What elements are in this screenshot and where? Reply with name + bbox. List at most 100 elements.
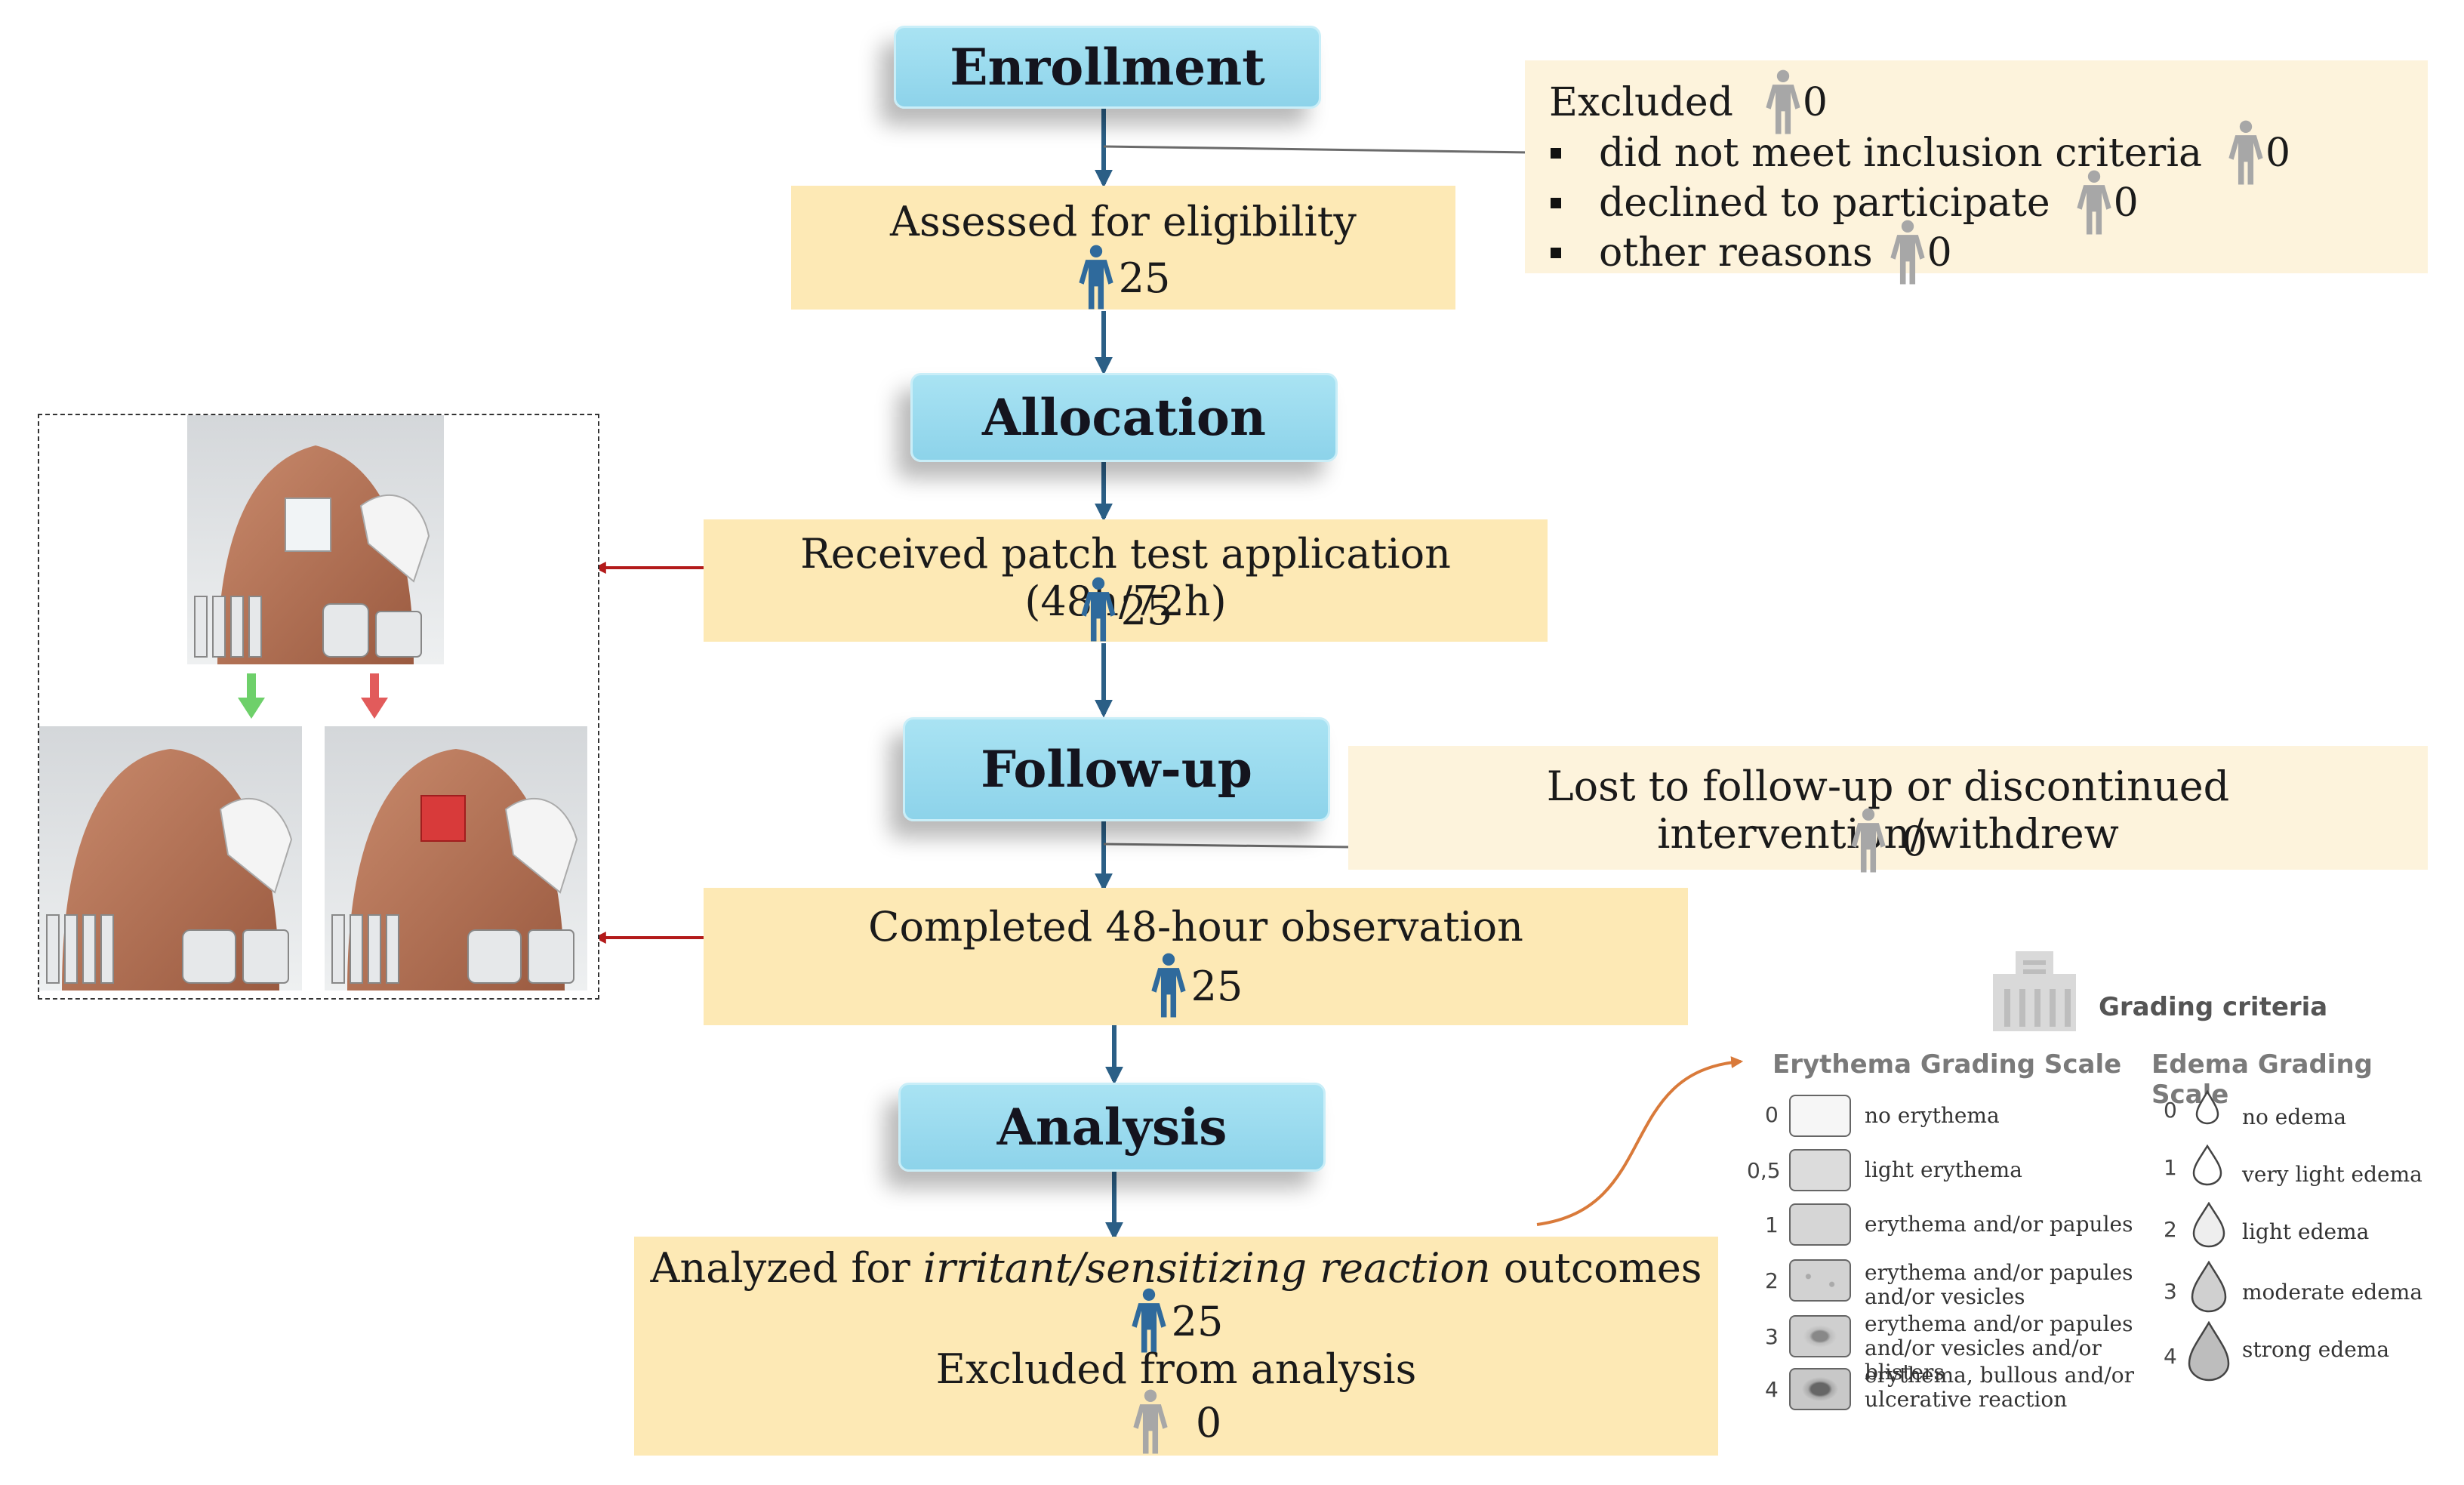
person-icon (1079, 577, 1118, 643)
erythema-grade: 0,5 (1747, 1158, 1781, 1183)
analyzed-count-group: 25 (1129, 1288, 1224, 1354)
received-label: Received patch test application (48h/72h… (800, 530, 1451, 625)
grading-criteria: Grading criteria Erythema Grading Scale … (1729, 944, 2453, 1442)
bullet-icon (1551, 148, 1561, 159)
excluded-count: 0 (1802, 80, 1828, 125)
excluded-reason: declined to participate 0 (1525, 178, 2290, 228)
edema-scale-title: Edema Grading Scale (2151, 1049, 2373, 1110)
analyzed-prefix: Analyzed for (650, 1244, 923, 1292)
building-icon (1993, 951, 2076, 1031)
edema-label: moderate edema (2242, 1280, 2423, 1305)
edema-grade: 1 (2164, 1155, 2177, 1180)
erythema-grade: 3 (1765, 1324, 1779, 1349)
erythema-label: erythema and/or papules and/or vesicles … (1865, 1311, 2133, 1385)
excluded-reason: other reasons 0 (1525, 228, 2290, 278)
lost-box: Lost to follow-up or discontinued interv… (1348, 746, 2428, 870)
excluded-reason-count: 0 (2265, 131, 2291, 176)
person-icon (2074, 170, 2114, 236)
patch-test-illustration (38, 414, 599, 1000)
excluded-reason-count: 0 (1927, 230, 1952, 276)
person-icon (1849, 808, 1888, 874)
patch-applied-image (187, 415, 444, 664)
bullet-icon (1551, 198, 1561, 208)
patch-test-images (39, 415, 587, 991)
edema-label: strong edema (2242, 1337, 2390, 1362)
excluded-reasons: did not meet inclusion criteria 0 declin… (1525, 128, 2290, 278)
excluded-analysis-label: Excluded from analysis (935, 1345, 1417, 1393)
erythema-label: erythema and/or papules and/or vesicles (1865, 1260, 2133, 1309)
line-to-excluded (1103, 145, 1532, 154)
assessed-count: 25 (1118, 254, 1171, 302)
droplet-icon (2192, 1202, 2225, 1248)
completed-box: Completed 48-hour observation 25 (704, 888, 1688, 1025)
stage-followup: Follow-up (903, 717, 1330, 821)
erythema-swatch (1789, 1203, 1851, 1246)
stage-followup-label: Follow-up (981, 740, 1252, 799)
erythema-grade: 2 (1765, 1268, 1779, 1293)
grading-title: Grading criteria (2099, 992, 2328, 1022)
erythema-swatch (1789, 1315, 1851, 1357)
received-count-group: 25 (1079, 577, 1173, 643)
completed-count-group: 25 (1149, 953, 1243, 1019)
person-icon (1888, 220, 1927, 286)
lost-count-group: 0 (1849, 808, 1927, 874)
completed-count: 25 (1190, 962, 1243, 1010)
arrow-to-grading (1536, 1056, 1744, 1226)
erythema-label: no erythema (1865, 1103, 2000, 1128)
erythema-swatch (1789, 1259, 1851, 1302)
lost-count: 0 (1901, 817, 1928, 865)
received-box: Received patch test application (48h/72h… (704, 519, 1548, 642)
erythema-grade: 4 (1765, 1377, 1779, 1402)
erythema-swatch (1789, 1368, 1851, 1410)
erythema-swatch (1789, 1149, 1851, 1191)
droplet-icon (2188, 1321, 2230, 1382)
analyzed-count: 25 (1171, 1297, 1224, 1345)
erythema-label: light erythema (1865, 1157, 2022, 1182)
analyzed-italic: irritant/sensitizing reaction (922, 1244, 1491, 1292)
person-icon (1076, 245, 1116, 311)
excluded-reason-label: did not meet inclusion criteria (1599, 131, 2203, 176)
stage-analysis-label: Analysis (996, 1098, 1227, 1157)
erythema-grade: 1 (1765, 1212, 1779, 1237)
erythema-scale-title: Erythema Grading Scale (1773, 1049, 2122, 1080)
droplet-icon (2191, 1261, 2227, 1313)
excluded-reason-label: declined to participate (1599, 180, 2050, 226)
excluded-title: Excluded (1549, 80, 1733, 125)
erythema-grade: 0 (1765, 1102, 1779, 1127)
excluded-reason-label: other reasons (1599, 230, 1873, 276)
arrow-negative-result-icon (238, 673, 265, 719)
lost-label: Lost to follow-up or discontinued interv… (1546, 763, 2230, 858)
excluded-analysis-count-group: 0 (1131, 1389, 1221, 1456)
assessed-count-group: 25 (1076, 245, 1171, 311)
erythema-label: erythema, bullous and/or ulcerative reac… (1865, 1363, 2135, 1412)
droplet-icon (2195, 1090, 2219, 1125)
person-icon (1763, 69, 1803, 136)
excluded-reason-count: 0 (2113, 180, 2139, 226)
received-count: 25 (1120, 586, 1173, 634)
person-icon (2226, 120, 2265, 186)
positive-result-image (325, 726, 587, 991)
line-to-lost (1103, 843, 1352, 849)
arrow-positive-result-icon (361, 673, 388, 719)
stage-allocation: Allocation (910, 373, 1338, 462)
negative-result-image (39, 726, 302, 991)
person-icon (1129, 1288, 1169, 1354)
bullet-icon (1551, 248, 1561, 258)
excluded-reason: did not meet inclusion criteria 0 (1525, 128, 2290, 178)
assessed-label: Assessed for eligibility (890, 198, 1357, 245)
excluded-analysis-count: 0 (1195, 1398, 1222, 1446)
edema-grade: 4 (2164, 1344, 2177, 1369)
edema-label: very light edema (2242, 1162, 2422, 1187)
assessed-box: Assessed for eligibility 25 (791, 186, 1455, 310)
edema-grade: 0 (2164, 1098, 2177, 1123)
stage-enrollment-label: Enrollment (950, 38, 1265, 97)
completed-label: Completed 48-hour observation (868, 903, 1523, 950)
person-icon (1131, 1389, 1170, 1456)
edema-grade: 3 (2164, 1279, 2177, 1304)
edema-label: light edema (2242, 1219, 2370, 1244)
analyzed-box: Analyzed for irritant/sensitizing reacti… (634, 1237, 1718, 1456)
droplet-icon (2192, 1145, 2222, 1186)
erythema-swatch (1789, 1095, 1851, 1137)
edema-label: no edema (2242, 1105, 2347, 1129)
